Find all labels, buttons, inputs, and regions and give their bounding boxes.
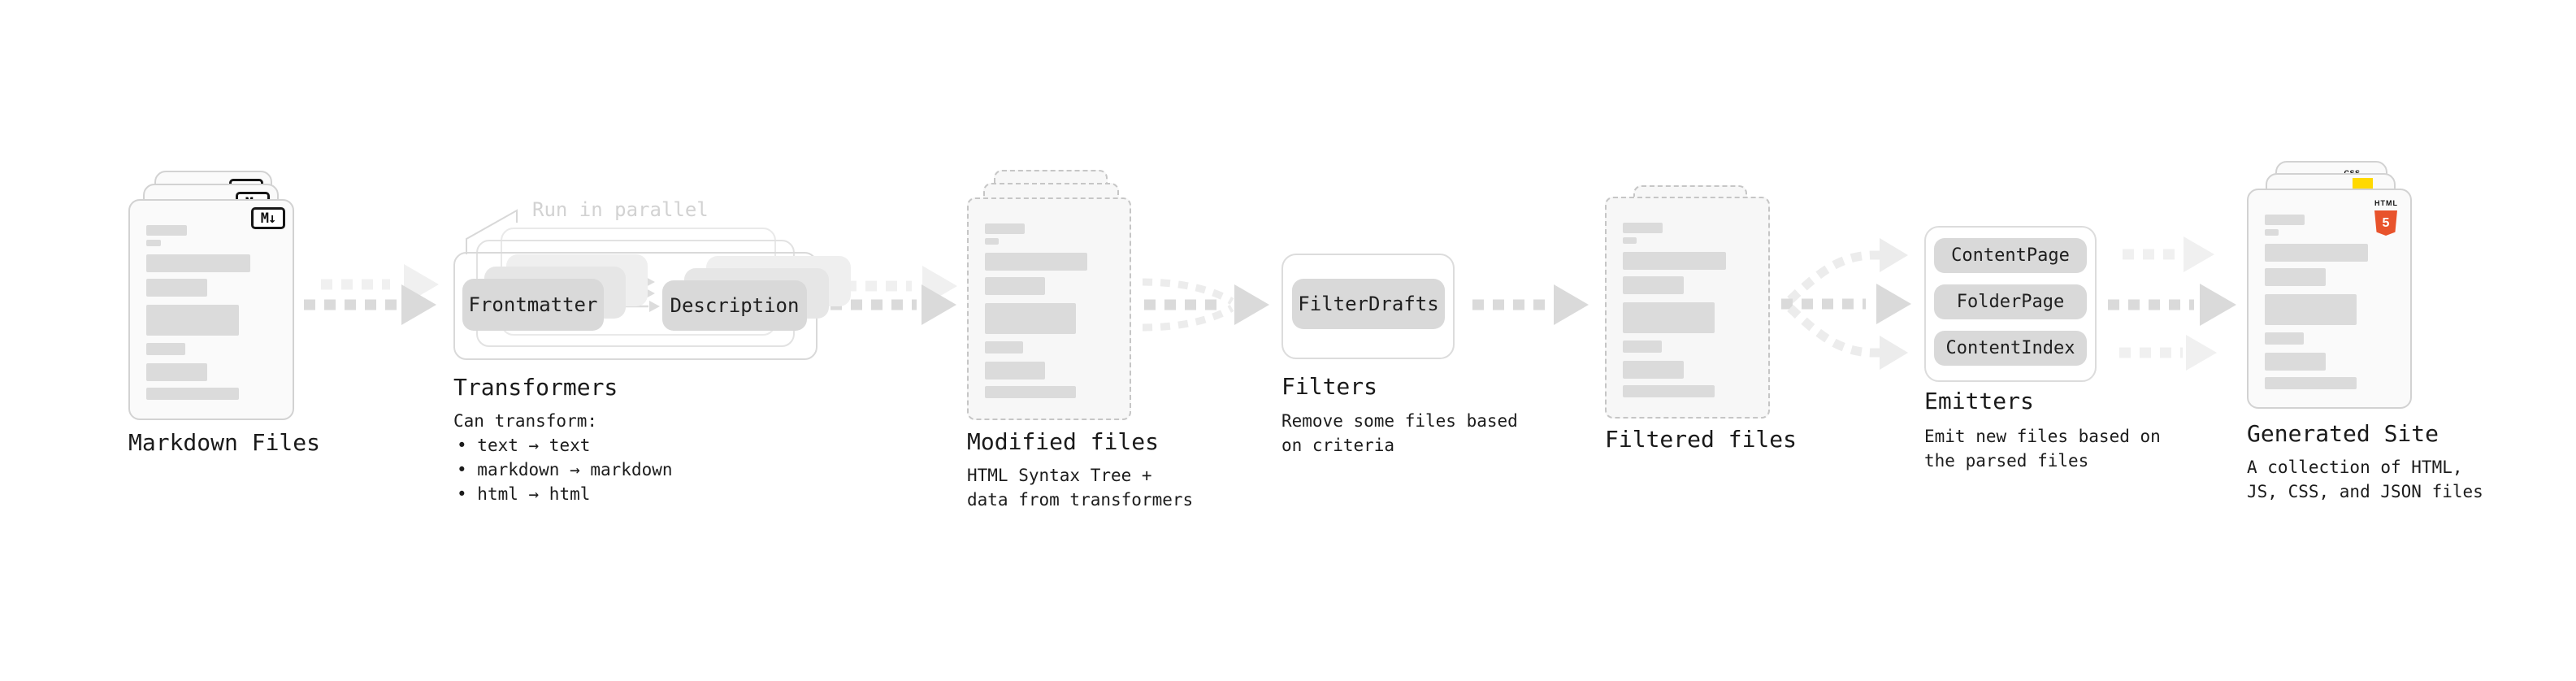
content-bar xyxy=(146,363,208,381)
content-bar xyxy=(1623,276,1684,294)
run-in-parallel-annotation: Run in parallel xyxy=(532,198,709,221)
markdown-icon: M↓ xyxy=(251,207,285,229)
content-bar xyxy=(2265,215,2305,225)
content-bar xyxy=(985,362,1046,380)
arrow-filtered-to-emitters xyxy=(1781,284,1911,324)
content-bar xyxy=(146,343,185,355)
generated-doc-html: HTML 5 xyxy=(2247,189,2412,409)
content-bar xyxy=(1623,361,1684,379)
arrow-emitters-to-site-top xyxy=(2123,236,2214,272)
markdown-files-label: Markdown Files xyxy=(128,429,321,456)
contentindex-pill: ContentIndex xyxy=(1934,331,2087,366)
content-bar xyxy=(985,303,1077,334)
description-pill: Description xyxy=(662,280,807,331)
bullet-item: html → html xyxy=(457,482,673,506)
arrow-transformers-to-modified-ghost xyxy=(845,266,957,306)
folderpage-pill: FolderPage xyxy=(1934,284,2087,319)
content-bar xyxy=(985,277,1046,295)
content-bar xyxy=(1623,340,1662,353)
modified-files-description: HTML Syntax Tree + data from transformer… xyxy=(967,466,1194,510)
arrow-emitters-to-site-bottom xyxy=(2119,335,2217,371)
doc-content-placeholder xyxy=(146,225,276,400)
arrow-emitters-to-site-middle xyxy=(2108,284,2236,326)
content-bar xyxy=(146,279,208,297)
content-bar xyxy=(2265,353,2326,371)
transformers-label: Transformers xyxy=(453,374,618,401)
content-bar xyxy=(1623,237,1637,244)
content-bar xyxy=(985,223,1025,234)
filterdrafts-pill: FilterDrafts xyxy=(1292,279,1445,329)
doc-content-placeholder xyxy=(1623,223,1752,397)
filtered-doc-front xyxy=(1605,197,1770,419)
arrow-markdown-to-transformers xyxy=(304,284,436,325)
emitters-label: Emitters xyxy=(1924,388,2034,414)
fork-arrow-bottom xyxy=(1787,304,1908,370)
filters-label: Filters xyxy=(1281,373,1378,400)
content-bar xyxy=(2265,377,2357,389)
markdown-files-stack: M↓ M↓ M↓ xyxy=(128,171,323,424)
html5-icon: HTML 5 xyxy=(2374,195,2397,236)
content-bar xyxy=(1623,223,1663,233)
content-bar xyxy=(985,253,1088,271)
merge-curve-top xyxy=(1142,278,1234,305)
content-bar xyxy=(1623,385,1715,397)
content-bar xyxy=(985,238,1000,245)
contentpage-pill: ContentPage xyxy=(1934,238,2087,273)
filters-description: Remove some files based on criteria xyxy=(1281,411,1518,455)
arrow-filters-to-filtered xyxy=(1472,284,1589,325)
content-bar xyxy=(985,341,1024,354)
content-bar xyxy=(985,386,1077,398)
arrow-markdown-to-transformers-ghost xyxy=(321,264,439,305)
bullet-item: text → text xyxy=(457,433,673,458)
arrow-modified-to-filters xyxy=(1144,284,1269,325)
emitters-description: Emit new files based on the parsed files xyxy=(1924,427,2161,471)
content-bar xyxy=(146,388,239,400)
generated-site-description: A collection of HTML, JS, CSS, and JSON … xyxy=(2247,458,2483,501)
content-bar xyxy=(2265,332,2304,345)
content-bar xyxy=(2265,229,2279,236)
content-bar xyxy=(1623,252,1727,270)
content-bar xyxy=(2265,244,2369,262)
doc-content-placeholder xyxy=(2265,215,2394,389)
bullet-item: markdown → markdown xyxy=(457,458,672,482)
markdown-doc-front: M↓ xyxy=(128,199,294,420)
filtered-files-label: Filtered files xyxy=(1605,426,1798,453)
content-bar xyxy=(146,305,239,336)
modified-doc-front xyxy=(967,197,1131,420)
merge-curve-bottom xyxy=(1142,305,1234,332)
generated-site-label: Generated Site xyxy=(2247,420,2439,447)
doc-content-placeholder xyxy=(985,223,1113,398)
filtered-files-stack xyxy=(1605,185,1776,421)
fork-arrow-top xyxy=(1787,238,1908,304)
content-bar xyxy=(2265,268,2326,286)
transformers-bullet-list: text → textmarkdown → markdownhtml → htm… xyxy=(457,433,673,506)
content-bar xyxy=(2265,294,2357,325)
modified-files-label: Modified files xyxy=(967,428,1160,455)
frontmatter-pill: Frontmatter xyxy=(462,279,604,331)
modified-files-stack xyxy=(967,170,1143,423)
generated-site-stack: CSS HTML 5 xyxy=(2247,161,2418,413)
content-bar xyxy=(146,225,187,236)
content-bar xyxy=(146,240,161,246)
transformers-description: Can transform: xyxy=(453,411,598,431)
content-bar xyxy=(1623,302,1715,333)
content-bar xyxy=(146,254,250,272)
js-icon xyxy=(2353,178,2373,189)
